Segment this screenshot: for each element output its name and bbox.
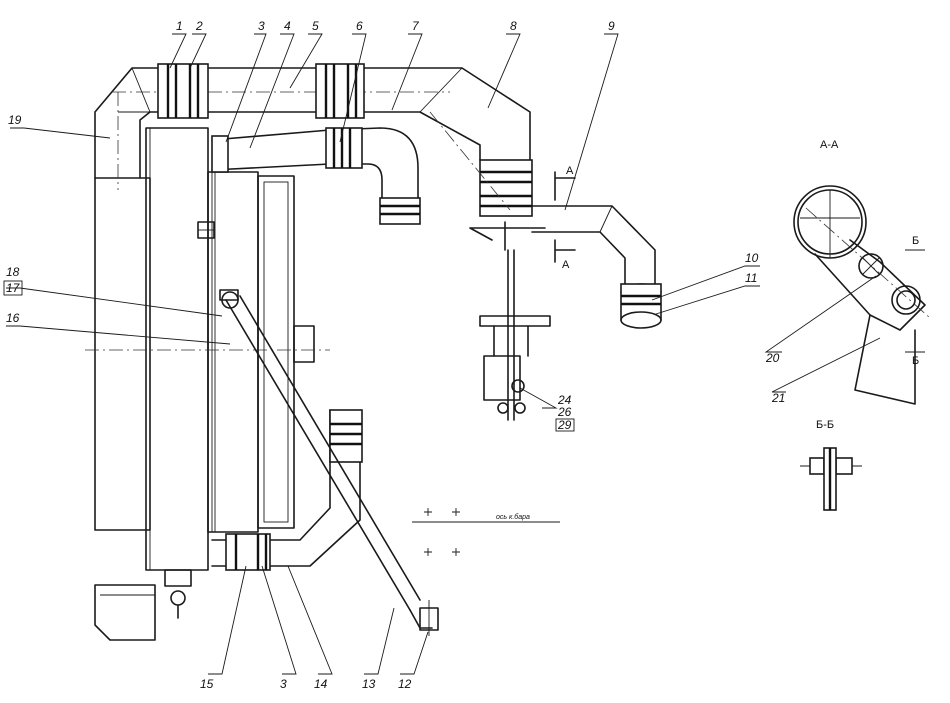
section-a-a: А-А Б Б bbox=[793, 139, 931, 405]
callout-13: 13 bbox=[362, 677, 376, 691]
callout-7: 7 bbox=[412, 19, 420, 33]
callout-29: 29 bbox=[557, 418, 572, 432]
callout-21: 21 bbox=[771, 391, 785, 405]
callout-10: 10 bbox=[745, 251, 759, 265]
section-a-a-title: А-А bbox=[820, 139, 839, 151]
diagonal-stay bbox=[219, 289, 439, 636]
section-b-b-title: Б-Б bbox=[816, 419, 834, 431]
callout-24: 24 bbox=[557, 393, 572, 407]
callout-16: 16 bbox=[6, 311, 20, 325]
bottom-duct bbox=[211, 409, 363, 571]
callout-20: 20 bbox=[765, 351, 780, 365]
callout-3-top: 3 bbox=[258, 19, 265, 33]
leader-lines bbox=[6, 33, 881, 675]
hose-and-elbow bbox=[211, 127, 421, 225]
callout-18: 18 bbox=[6, 265, 20, 279]
section-b-mark-bottom: Б bbox=[912, 355, 919, 367]
center-marks: ось к.бара bbox=[412, 508, 560, 556]
callout-12: 12 bbox=[398, 677, 412, 691]
callout-3-bottom: 3 bbox=[280, 677, 287, 691]
top-duct bbox=[94, 63, 531, 190]
center-axis-note: ось к.бара bbox=[496, 513, 530, 521]
callout-4: 4 bbox=[284, 19, 291, 33]
callout-2: 2 bbox=[195, 19, 203, 33]
callout-1: 1 bbox=[176, 19, 183, 33]
section-b-mark-top: Б bbox=[912, 235, 919, 247]
callout-6: 6 bbox=[356, 19, 363, 33]
callout-numbers: 1 2 3 4 5 6 7 8 9 19 18 17 16 10 11 20 2… bbox=[3, 19, 785, 691]
section-b-b: Б-Б bbox=[800, 419, 862, 511]
callout-14: 14 bbox=[314, 677, 328, 691]
callout-19: 19 bbox=[8, 113, 22, 127]
section-a-mark-bottom: А bbox=[562, 259, 570, 271]
callout-11: 11 bbox=[745, 271, 757, 285]
callout-17: 17 bbox=[6, 281, 21, 295]
right-duct bbox=[429, 111, 662, 329]
section-a-mark-top: А bbox=[566, 165, 574, 177]
radiator-assembly bbox=[85, 127, 330, 641]
callout-15: 15 bbox=[200, 677, 214, 691]
callout-8: 8 bbox=[510, 19, 517, 33]
callout-5: 5 bbox=[312, 19, 319, 33]
callout-9: 9 bbox=[608, 19, 615, 33]
vertical-rod bbox=[479, 249, 551, 421]
callout-26: 26 bbox=[557, 405, 572, 419]
